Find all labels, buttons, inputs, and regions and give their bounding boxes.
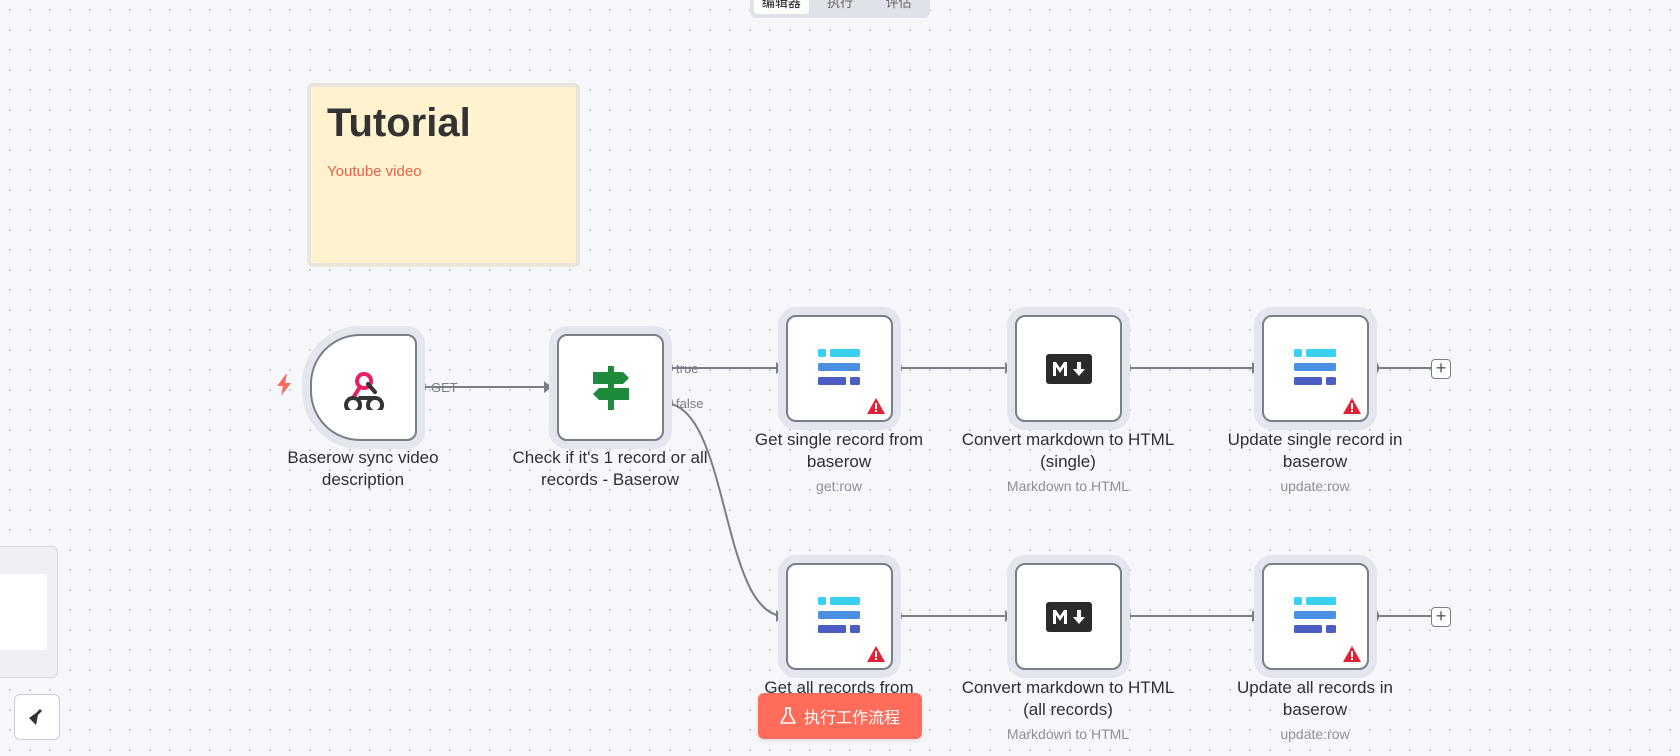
markdown-icon	[1045, 601, 1092, 632]
webhook-icon	[343, 371, 384, 410]
wire-if-false	[663, 402, 785, 617]
flask-icon	[780, 707, 796, 724]
node-label-update-single: Update single record in baserow	[1227, 430, 1403, 471]
node-label-if: Check if it's 1 record or all records - …	[512, 448, 708, 489]
markdown-icon	[1045, 353, 1092, 384]
signpost-icon	[592, 365, 629, 410]
node-markdown-all[interactable]	[1015, 563, 1122, 670]
node-sub-md-all: Markdown to HTML	[1006, 726, 1130, 742]
sticky-title: Tutorial	[327, 101, 471, 145]
node-update-all-records[interactable]	[1262, 563, 1369, 670]
port-label-get: GET	[431, 380, 458, 395]
add-node-plus-icon[interactable]: +	[1431, 607, 1451, 627]
node-get-all-records[interactable]	[786, 563, 893, 670]
baserow-icon	[817, 596, 860, 633]
node-label-md-all: Convert markdown to HTML (all records)	[961, 678, 1175, 719]
node-label-update-all: Update all records in baserow	[1237, 678, 1393, 719]
side-panel[interactable]	[0, 546, 58, 678]
tab-executions[interactable]: 执行	[827, 0, 854, 10]
broom-icon	[29, 709, 42, 725]
side-panel-content	[0, 574, 47, 650]
warning-icon[interactable]	[867, 646, 885, 662]
warning-icon[interactable]	[867, 398, 885, 414]
bolt-icon	[277, 374, 291, 396]
node-sub-update-single: update:row	[1280, 478, 1350, 494]
run-workflow-label: 执行工作流程	[803, 710, 900, 727]
clear-execution-button[interactable]	[14, 694, 60, 740]
node-label-webhook: Baserow sync video description	[287, 448, 439, 489]
port-label-false: false	[676, 396, 704, 411]
tab-editor[interactable]: 编辑器	[754, 0, 809, 14]
node-label-get-single: Get single record from baserow	[754, 430, 924, 471]
node-sub-get-single: get:row	[816, 478, 862, 494]
baserow-icon	[1293, 596, 1336, 633]
warning-icon[interactable]	[1343, 646, 1361, 662]
node-update-single-record[interactable]	[1262, 315, 1369, 422]
run-workflow-button[interactable]: 执行工作流程	[758, 693, 922, 739]
node-sub-update-all: update:row	[1280, 726, 1350, 742]
node-markdown-single[interactable]	[1015, 315, 1122, 422]
add-node-plus-icon[interactable]: +	[1431, 359, 1451, 379]
port-label-true: true	[676, 361, 699, 376]
baserow-icon	[817, 348, 860, 385]
view-tabs: 编辑器 执行 评估	[750, 0, 930, 18]
node-label-get-all: Get all records from	[764, 678, 914, 697]
baserow-icon	[1293, 348, 1336, 385]
youtube-link[interactable]: Youtube video	[327, 163, 422, 180]
node-label-md-single: Convert markdown to HTML (single)	[961, 430, 1175, 471]
warning-icon[interactable]	[1343, 398, 1361, 414]
tab-evaluations[interactable]: 评估	[885, 0, 912, 10]
node-get-single-record[interactable]	[786, 315, 893, 422]
sticky-note[interactable]: Tutorial Youtube video	[307, 83, 580, 267]
node-webhook-trigger[interactable]	[310, 334, 417, 441]
node-if-check[interactable]	[557, 334, 664, 441]
node-sub-md-single: Markdown to HTML	[1006, 478, 1130, 494]
